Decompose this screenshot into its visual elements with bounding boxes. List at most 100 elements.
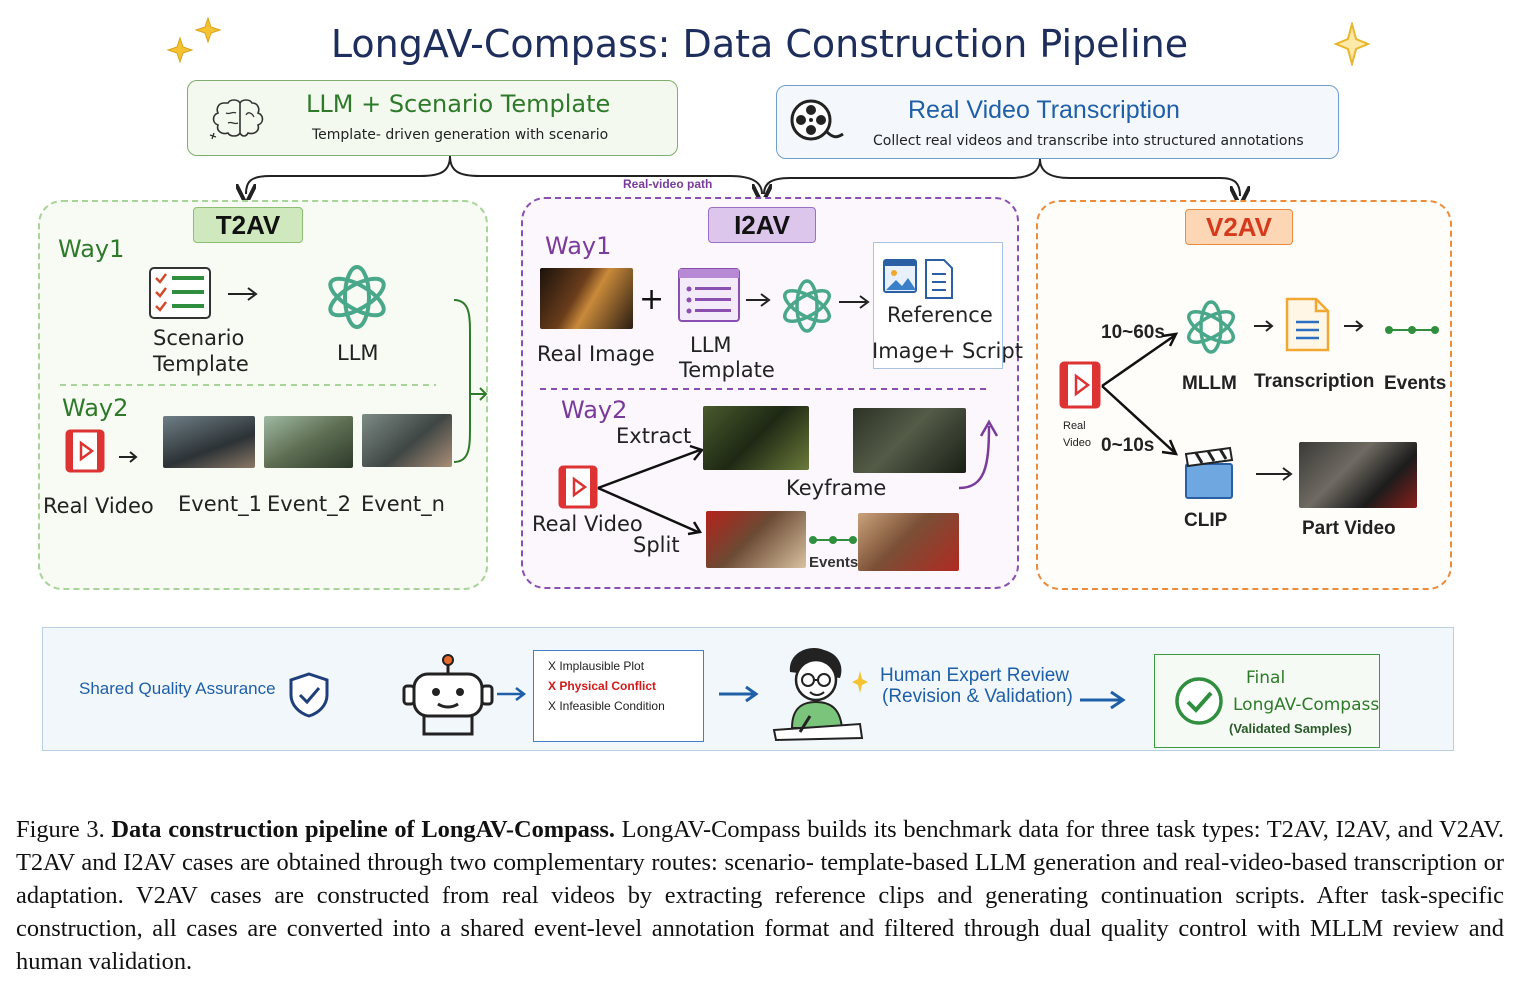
llm-scenario-template-box: LLM + Scenario Template Template- driven… — [187, 80, 678, 156]
i2av-way1-label: Way1 — [545, 232, 612, 260]
video-file-icon — [558, 465, 598, 509]
t2av-way2-label: Way2 — [62, 394, 129, 422]
events-chain-icon — [809, 536, 857, 544]
event-n-label: Event_n — [361, 492, 445, 516]
t2av-real-video-label: Real Video — [43, 494, 154, 518]
openai-logo-icon — [783, 279, 831, 333]
reference-box: Reference Image+ Script — [872, 242, 1023, 369]
sparkle-icon — [166, 16, 222, 64]
final-output-box: Final LongAV-Compass (Validated Samples) — [1154, 654, 1380, 748]
sparkle-icon — [852, 671, 868, 693]
split-clip-1-thumbnail — [706, 511, 806, 568]
split-label: Split — [633, 533, 680, 557]
range-short-label: 0~10s — [1101, 435, 1155, 456]
real-image-label: Real Image — [537, 342, 655, 366]
part-video-thumbnail — [1299, 442, 1417, 508]
arrow-icon — [839, 295, 870, 309]
v2av-tag: V2AV — [1185, 209, 1293, 245]
rv-box-subtitle: Collect real videos and transcribe into … — [873, 133, 1304, 149]
events-chain-icon — [1385, 326, 1439, 334]
video-file-icon — [65, 429, 105, 473]
human-reviewer-icon — [772, 648, 864, 742]
final-label-1: Final — [1246, 668, 1286, 688]
merge-bracket-arrow — [453, 299, 488, 463]
mllm-label: MLLM — [1182, 373, 1237, 394]
arrow-icon — [497, 687, 527, 701]
extract-frame-thumbnail — [703, 406, 809, 470]
caption-prefix: Figure 3. — [16, 816, 105, 843]
v2av-branch-arrows — [1101, 332, 1179, 456]
plus-sign: + — [639, 282, 665, 317]
range-long-label: 10~60s — [1101, 322, 1165, 343]
event-1-label: Event_1 — [178, 492, 263, 516]
brain-icon — [209, 99, 264, 140]
transcription-label: Transcription — [1254, 371, 1375, 392]
divider — [60, 384, 436, 386]
event-n-thumbnail — [362, 414, 452, 467]
shield-check-icon — [289, 672, 329, 718]
reference-label-2: Image+ Script — [872, 339, 1023, 363]
event-2-thumbnail — [264, 416, 353, 468]
real-video-transcription-box: Real Video Transcription Collect real vi… — [776, 85, 1339, 159]
event-2-label: Event_2 — [267, 492, 352, 516]
human-review-label-2: (Revision & Validation) — [882, 686, 1073, 707]
template-list-icon — [678, 268, 740, 322]
v2av-panel — [1036, 200, 1452, 590]
arrow-icon — [119, 451, 138, 463]
event-1-thumbnail — [163, 416, 255, 468]
t2av-llm-label: LLM — [337, 341, 379, 365]
document-icon — [1285, 297, 1330, 352]
divider — [540, 388, 990, 390]
final-label-2: LongAV-Compass — [1233, 695, 1380, 715]
v2av-real-label-2: Video — [1063, 437, 1091, 449]
openai-logo-icon — [328, 265, 386, 329]
real-image-thumbnail — [540, 268, 633, 329]
clapperboard-icon — [1184, 446, 1234, 499]
curved-arrow-up — [958, 419, 999, 490]
arrow-icon — [1256, 467, 1293, 481]
i2av-events-label: Events — [809, 554, 859, 571]
i2av-way2-label: Way2 — [561, 396, 628, 424]
clip-label: CLIP — [1184, 510, 1228, 531]
extract-label: Extract — [616, 424, 692, 448]
v2av-real-label-1: Real — [1063, 420, 1086, 432]
part-video-label: Part Video — [1302, 518, 1396, 539]
page-title: LongAV-Compass: Data Construction Pipeli… — [330, 22, 1189, 66]
arrow-icon — [228, 287, 258, 301]
arrow-icon — [1254, 320, 1274, 332]
reference-label-1: Reference — [887, 303, 993, 327]
split-arrows — [597, 444, 705, 536]
arrow-icon — [746, 293, 771, 307]
scenario-template-label-2: Template — [153, 352, 249, 376]
i2av-real-video-label: Real Video — [532, 512, 643, 536]
caption-body: LongAV-Compass builds its benchmark data… — [16, 816, 1504, 975]
llm-box-subtitle: Template- driven generation with scenari… — [312, 127, 609, 143]
final-label-3: (Validated Samples) — [1229, 721, 1352, 736]
i2av-tag: I2AV — [708, 207, 816, 243]
qa-label: Shared Quality Assurance — [79, 679, 276, 698]
caption-bold: Data construction pipeline of LongAV-Com… — [111, 816, 615, 843]
check-implausible-plot: X Implausible Plot — [548, 659, 645, 673]
llm-template-label-1: LLM — [690, 333, 732, 357]
filter-checklist: X Implausible Plot X Physical Conflict X… — [533, 650, 704, 742]
t2av-way1-label: Way1 — [58, 235, 125, 263]
arrow-icon — [1344, 320, 1364, 332]
check-circle-icon — [1175, 677, 1223, 725]
scenario-template-label-1: Scenario — [153, 326, 245, 350]
keyframe-label: Keyframe — [786, 476, 887, 500]
robot-icon — [402, 654, 494, 736]
v2av-events-label: Events — [1384, 373, 1447, 394]
image-document-icon — [883, 259, 953, 299]
rv-box-title: Real Video Transcription — [908, 96, 1180, 124]
keyframe-thumbnail — [853, 408, 966, 473]
top-connector-arrows — [0, 155, 1519, 210]
human-review-label-1: Human Expert Review — [880, 665, 1070, 686]
t2av-tag: T2AV — [193, 207, 303, 243]
check-physical-conflict: X Physical Conflict — [548, 679, 657, 693]
video-file-icon — [1059, 361, 1101, 409]
llm-template-label-2: Template — [679, 358, 775, 382]
split-clip-2-thumbnail — [858, 513, 959, 571]
arrow-icon — [1080, 690, 1126, 710]
check-infeasible-condition: X Infeasible Condition — [548, 699, 665, 713]
llm-box-title: LLM + Scenario Template — [306, 90, 611, 118]
